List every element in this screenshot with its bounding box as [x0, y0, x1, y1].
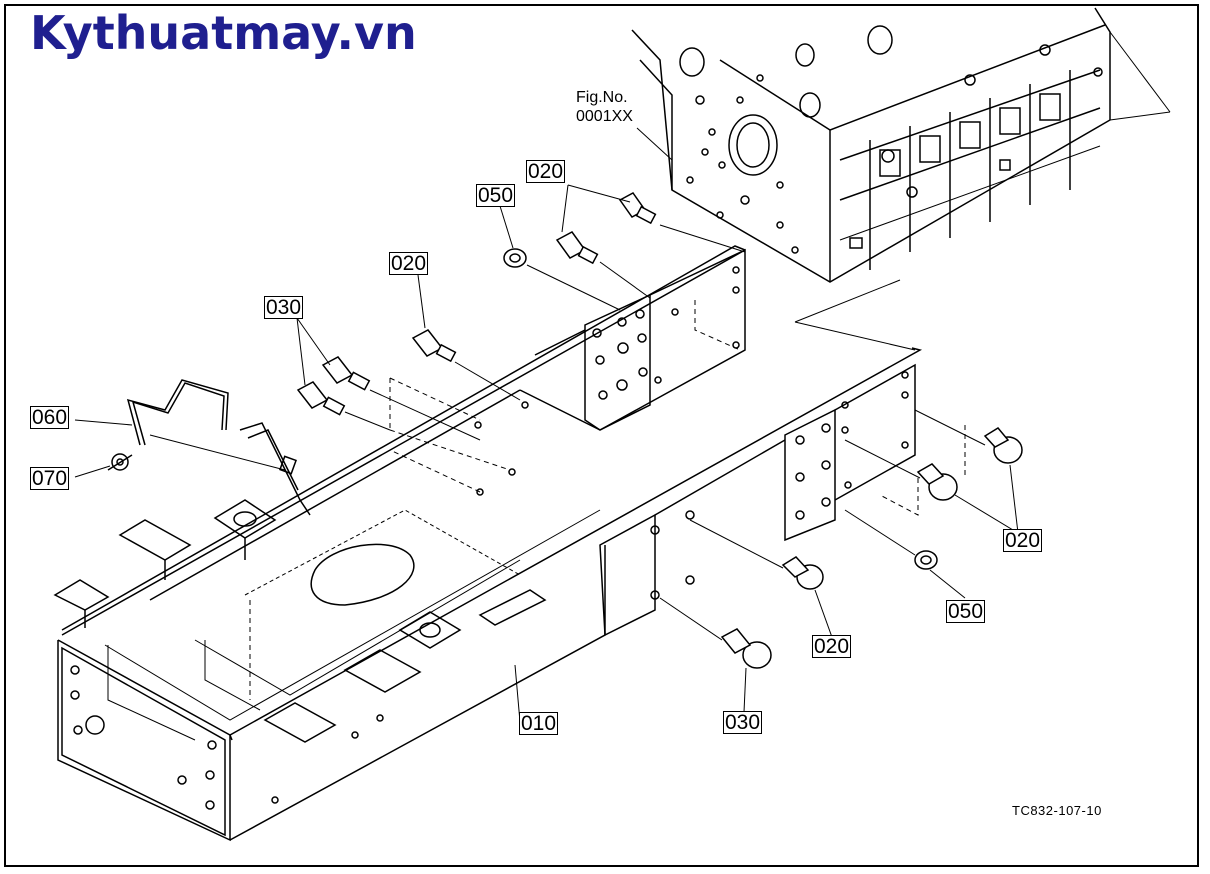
bolt-030-lower: [720, 628, 772, 669]
dashed-lines: [249, 300, 966, 700]
callout-010: 010: [519, 712, 559, 735]
callout-020-top: 020: [526, 160, 566, 183]
pipe-060: [126, 379, 311, 516]
callout-030-lower: 030: [723, 711, 763, 734]
callout-060: 060: [30, 406, 70, 429]
bolt-020-lower: [781, 556, 824, 590]
bolt-020-mid: [411, 329, 457, 363]
bolt-020-top-2: [555, 231, 599, 265]
callout-020-right: 020: [1003, 529, 1043, 552]
bolt-020-right-2: [916, 463, 958, 501]
figure-ref-number: 0001XX: [576, 108, 633, 125]
bolt-030-b: [296, 381, 346, 416]
site-watermark: Kythuatmay.vn: [30, 6, 417, 60]
callout-050-right: 050: [946, 600, 986, 623]
bolt-020-right-1: [983, 427, 1023, 464]
callout-070: 070: [30, 467, 70, 490]
callout-030-left: 030: [264, 296, 304, 319]
callout-050-top: 050: [476, 184, 516, 207]
callout-020-mid: 020: [389, 252, 429, 275]
engine-link-line: [794, 321, 916, 351]
washer-050-right: [914, 550, 938, 570]
frame-010: [53, 245, 923, 842]
engine-link-line-2: [794, 279, 901, 323]
callout-020-lower: 020: [812, 635, 852, 658]
frame-border: [4, 4, 1199, 867]
bolt-020-top-1: [618, 192, 657, 225]
washer-050-top: [503, 248, 527, 268]
figure-reference: Fig.No. 0001XX: [576, 88, 633, 126]
leader-lines: [74, 184, 1019, 723]
nut-070: [107, 453, 133, 471]
drawing-number: TC832-107-10: [1012, 803, 1102, 818]
figure-ref-label: Fig.No.: [576, 89, 628, 106]
bolt-030-a: [321, 356, 371, 391]
engine-block: [631, 7, 1171, 283]
figref-leader: [636, 127, 673, 161]
